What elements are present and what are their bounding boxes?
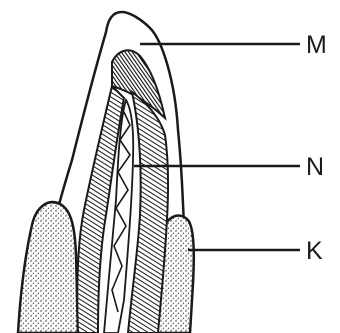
label-k: K [306,237,323,265]
label-m: M [306,31,327,59]
left-gum [18,202,78,333]
label-n: N [306,153,324,181]
